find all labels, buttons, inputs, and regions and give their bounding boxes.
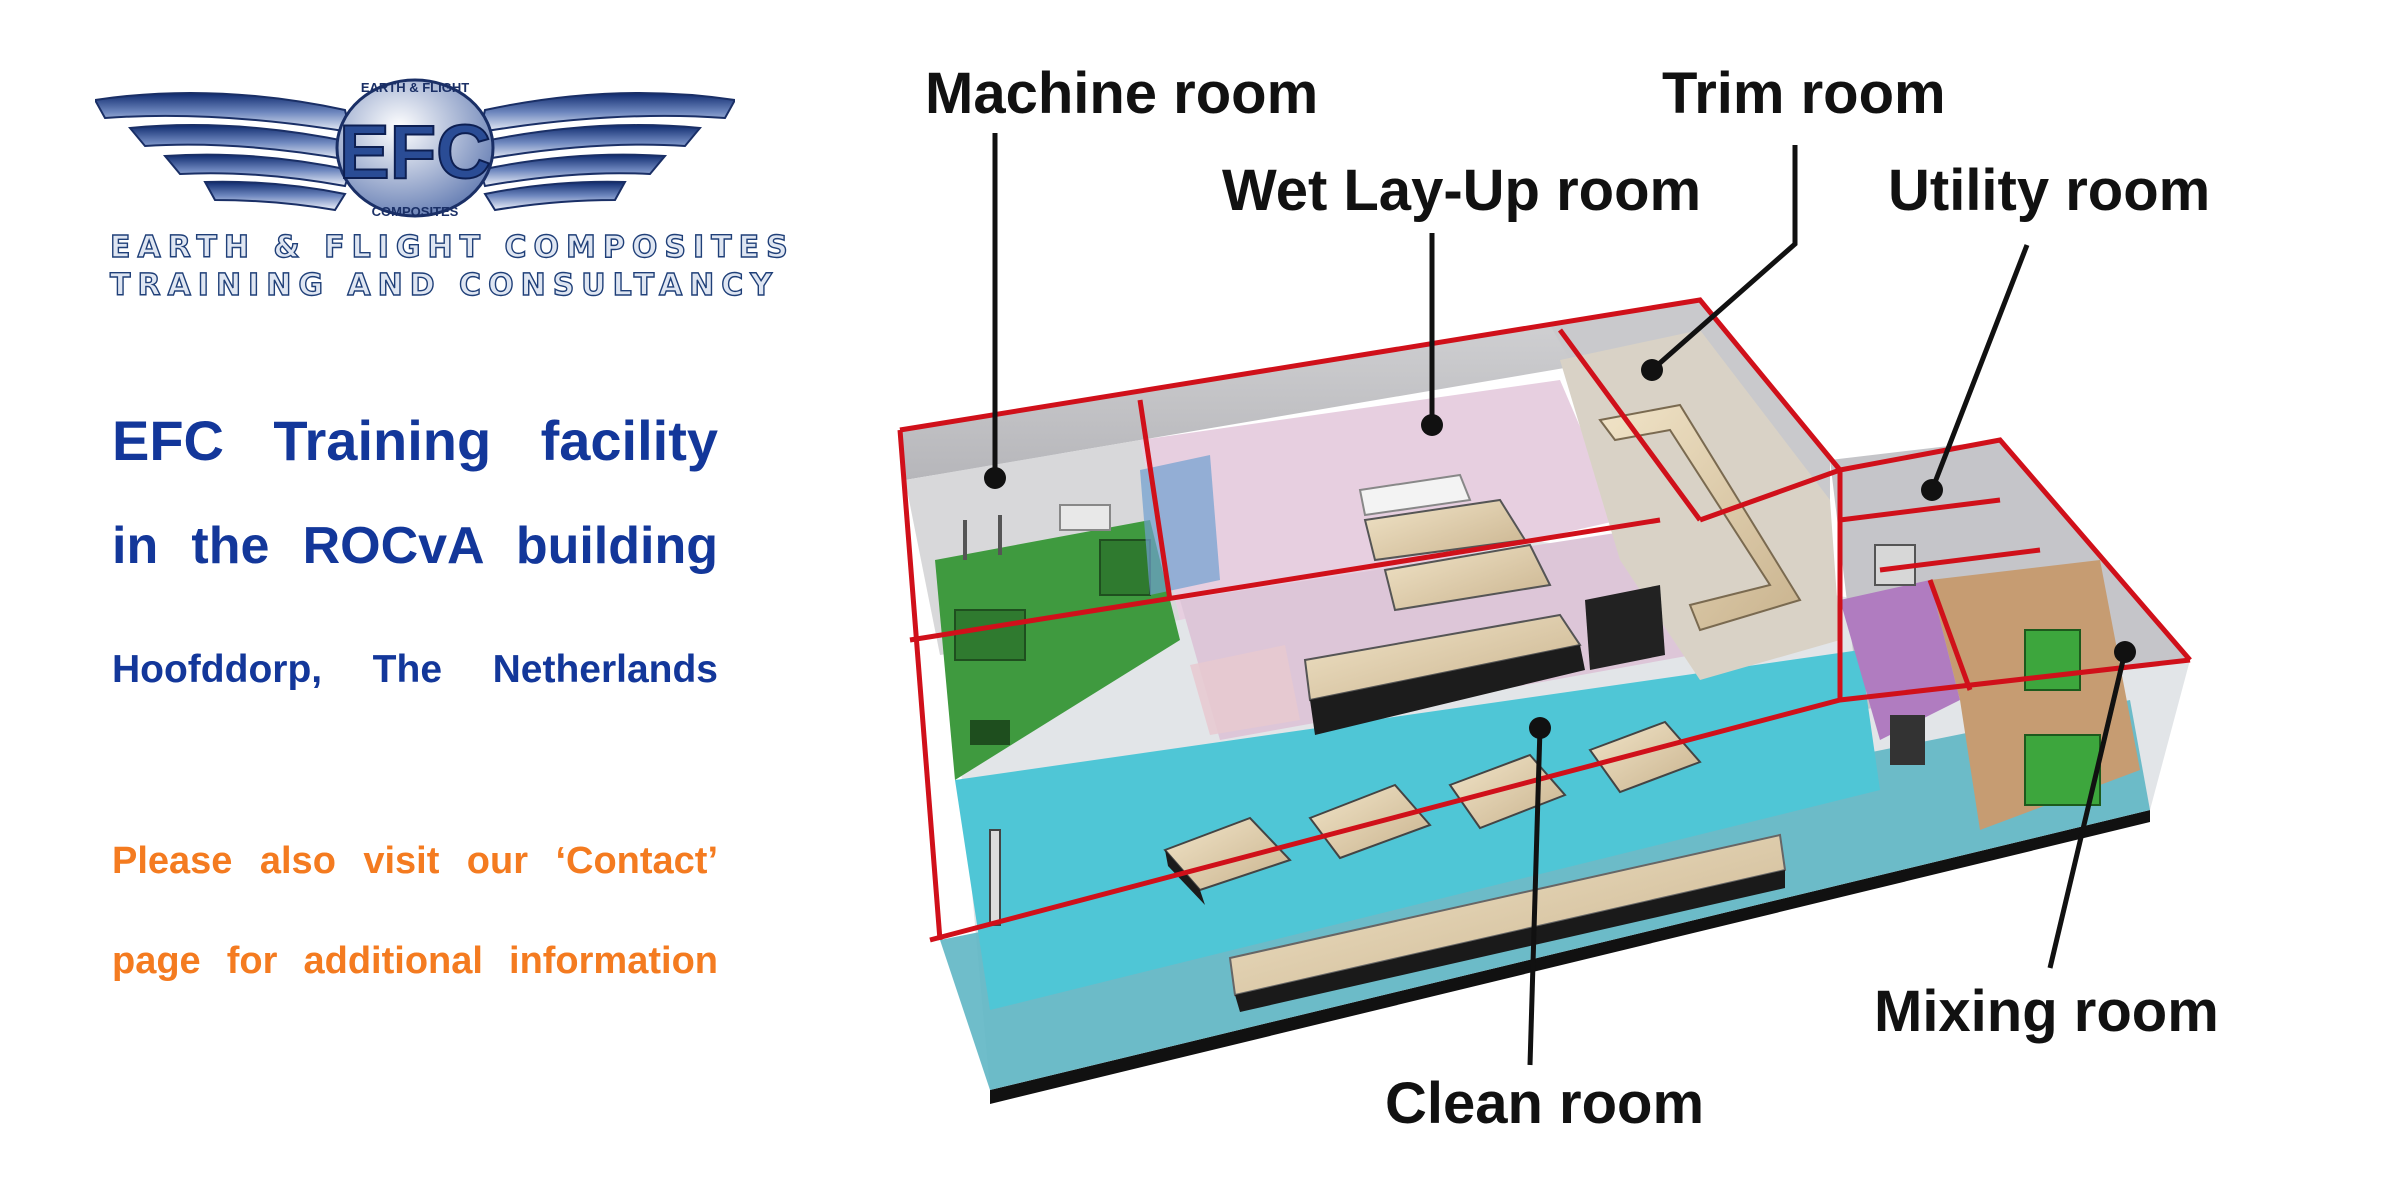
emblem-arc-top: EARTH & FLIGHT	[361, 80, 469, 95]
label-clean-room: Clean room	[1385, 1071, 1705, 1136]
building-base	[990, 810, 2150, 1104]
left-wing	[93, 91, 352, 212]
clean-room-table-4	[1588, 720, 1702, 794]
contact-note-line-1: Please also visit our ‘Contact’	[112, 840, 718, 882]
mixing-room-purple-floor	[1840, 580, 1960, 740]
logo-line-company: EARTH & FLIGHT COMPOSITES	[109, 229, 795, 265]
label-utility-room: Utility room	[1888, 158, 2211, 223]
label-dots	[984, 359, 2136, 739]
clean-room-gas-cylinder	[989, 829, 1001, 926]
label-wet-layup-room: Wet Lay-Up room	[1222, 158, 1702, 223]
efc-logo: EFC EARTH & FLIGHT COMPOSITES	[93, 70, 737, 310]
mixing-room-equipment	[1890, 715, 1925, 765]
title-line-2: in the ROCvA building	[112, 517, 718, 575]
machine-room-equipment-1	[954, 609, 1026, 661]
back-wall	[900, 300, 1700, 480]
machine-room-equipment-2	[1099, 539, 1151, 596]
label-machine-room: Machine room	[925, 61, 1319, 126]
wet-layup-bench-front	[1310, 645, 1585, 735]
emblem-arc-bottom: COMPOSITES	[372, 204, 459, 219]
wet-layup-cabinet	[1585, 585, 1665, 670]
wet-layup-table-2	[1383, 543, 1552, 612]
trim-room-bench	[1598, 403, 1802, 632]
label-mixing-room: Mixing room	[1874, 979, 2219, 1044]
clean-room-front-bench-base	[1235, 870, 1785, 1012]
location-text: Hoofddorp, The Netherlands	[112, 648, 718, 691]
wet-layup-doorway	[1140, 455, 1220, 595]
contact-note-line-2: page for additional information	[112, 940, 718, 982]
emblem-oval	[335, 78, 495, 218]
machine-room-equipment-3	[970, 720, 1010, 745]
room-walls-outline	[897, 297, 2192, 943]
machine-room-shelf	[1059, 504, 1111, 531]
emblem-text: EFC	[339, 110, 491, 195]
wet-layup-rack	[1358, 473, 1472, 517]
label-leader-lines	[992, 133, 2128, 1066]
clean-room-table-1-side	[1165, 850, 1205, 905]
mixing-room-chair	[2024, 734, 2101, 806]
wet-layup-door-panel	[1190, 645, 1300, 735]
logo-line-training: TRAINING AND CONSULTANCY	[109, 267, 780, 303]
label-trim-room: Trim room	[1662, 61, 1946, 126]
mixing-room-cabinet	[2024, 629, 2081, 691]
efc-wings-emblem: EFC EARTH & FLIGHT COMPOSITES	[93, 78, 737, 219]
title-line-1: EFC Training facility	[112, 409, 718, 472]
